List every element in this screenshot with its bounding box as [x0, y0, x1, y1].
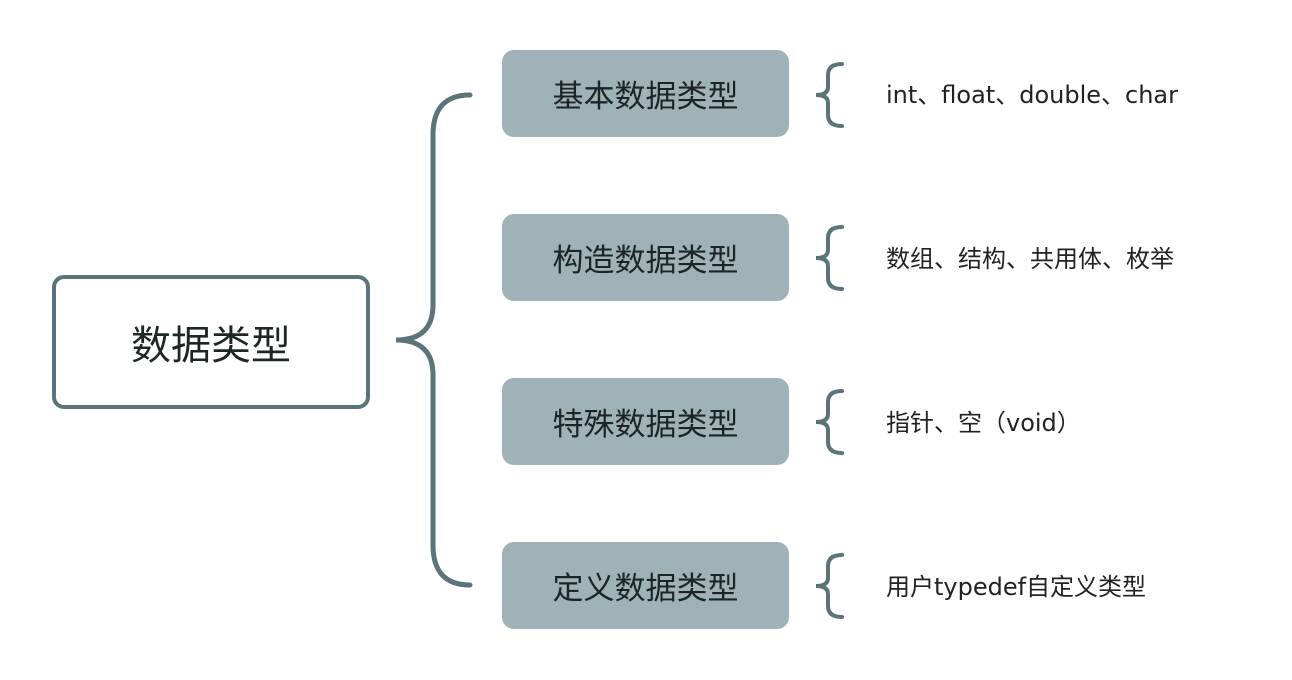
detail-brace [815, 225, 844, 291]
category-node-basic: 基本数据类型 [502, 50, 789, 137]
detail-brace [815, 389, 844, 455]
detail-brace [815, 62, 844, 128]
detail-defined: 用户typedef自定义类型 [886, 573, 1147, 601]
detail-basic: int、float、double、char [886, 81, 1178, 109]
category-node-defined: 定义数据类型 [502, 542, 789, 629]
category-node-constructed: 构造数据类型 [502, 214, 789, 301]
root-node: 数据类型 [52, 275, 370, 409]
detail-special: 指针、空（void） [886, 409, 1081, 437]
detail-brace [815, 553, 844, 619]
category-label: 定义数据类型 [552, 571, 739, 607]
root-label: 数据类型 [131, 323, 291, 369]
category-label: 构造数据类型 [552, 243, 739, 279]
main-brace [395, 92, 473, 588]
detail-constructed: 数组、结构、共用体、枚举 [886, 245, 1174, 273]
category-label: 基本数据类型 [552, 79, 739, 115]
category-node-special: 特殊数据类型 [502, 378, 789, 465]
category-label: 特殊数据类型 [552, 407, 739, 443]
